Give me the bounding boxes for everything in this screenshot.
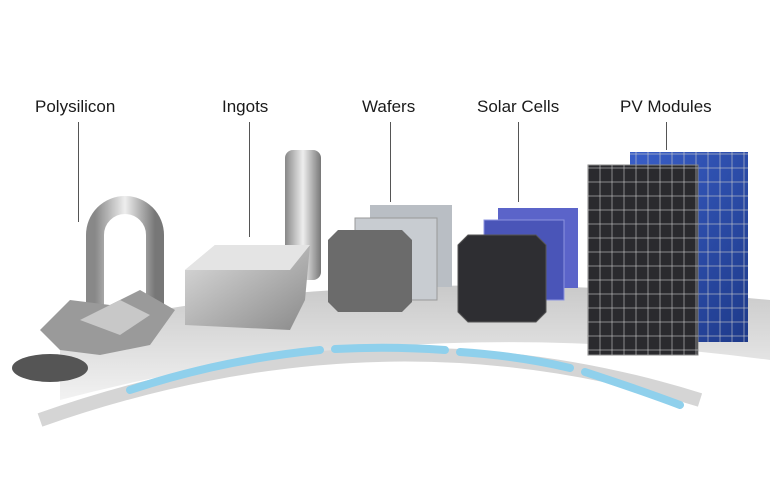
leader-line bbox=[390, 122, 391, 202]
stage-label-pv-modules: PV Modules bbox=[620, 97, 712, 116]
leader-line bbox=[666, 122, 667, 150]
ingots-art bbox=[185, 150, 321, 330]
stage-label-wafers: Wafers bbox=[362, 97, 416, 116]
stage-label-polysilicon: Polysilicon bbox=[35, 97, 116, 116]
solar-cells-art bbox=[457, 208, 578, 323]
stage-label-solar-cells: Solar Cells bbox=[477, 97, 560, 116]
leader-line bbox=[78, 122, 79, 222]
flow-arc bbox=[126, 343, 684, 409]
wafers-art bbox=[328, 205, 452, 312]
leader-line bbox=[249, 122, 250, 237]
leader-line bbox=[518, 122, 519, 202]
stage-label-ingots: Ingots bbox=[222, 97, 269, 116]
polysilicon-art bbox=[12, 196, 175, 382]
pv-modules-art bbox=[587, 152, 748, 356]
